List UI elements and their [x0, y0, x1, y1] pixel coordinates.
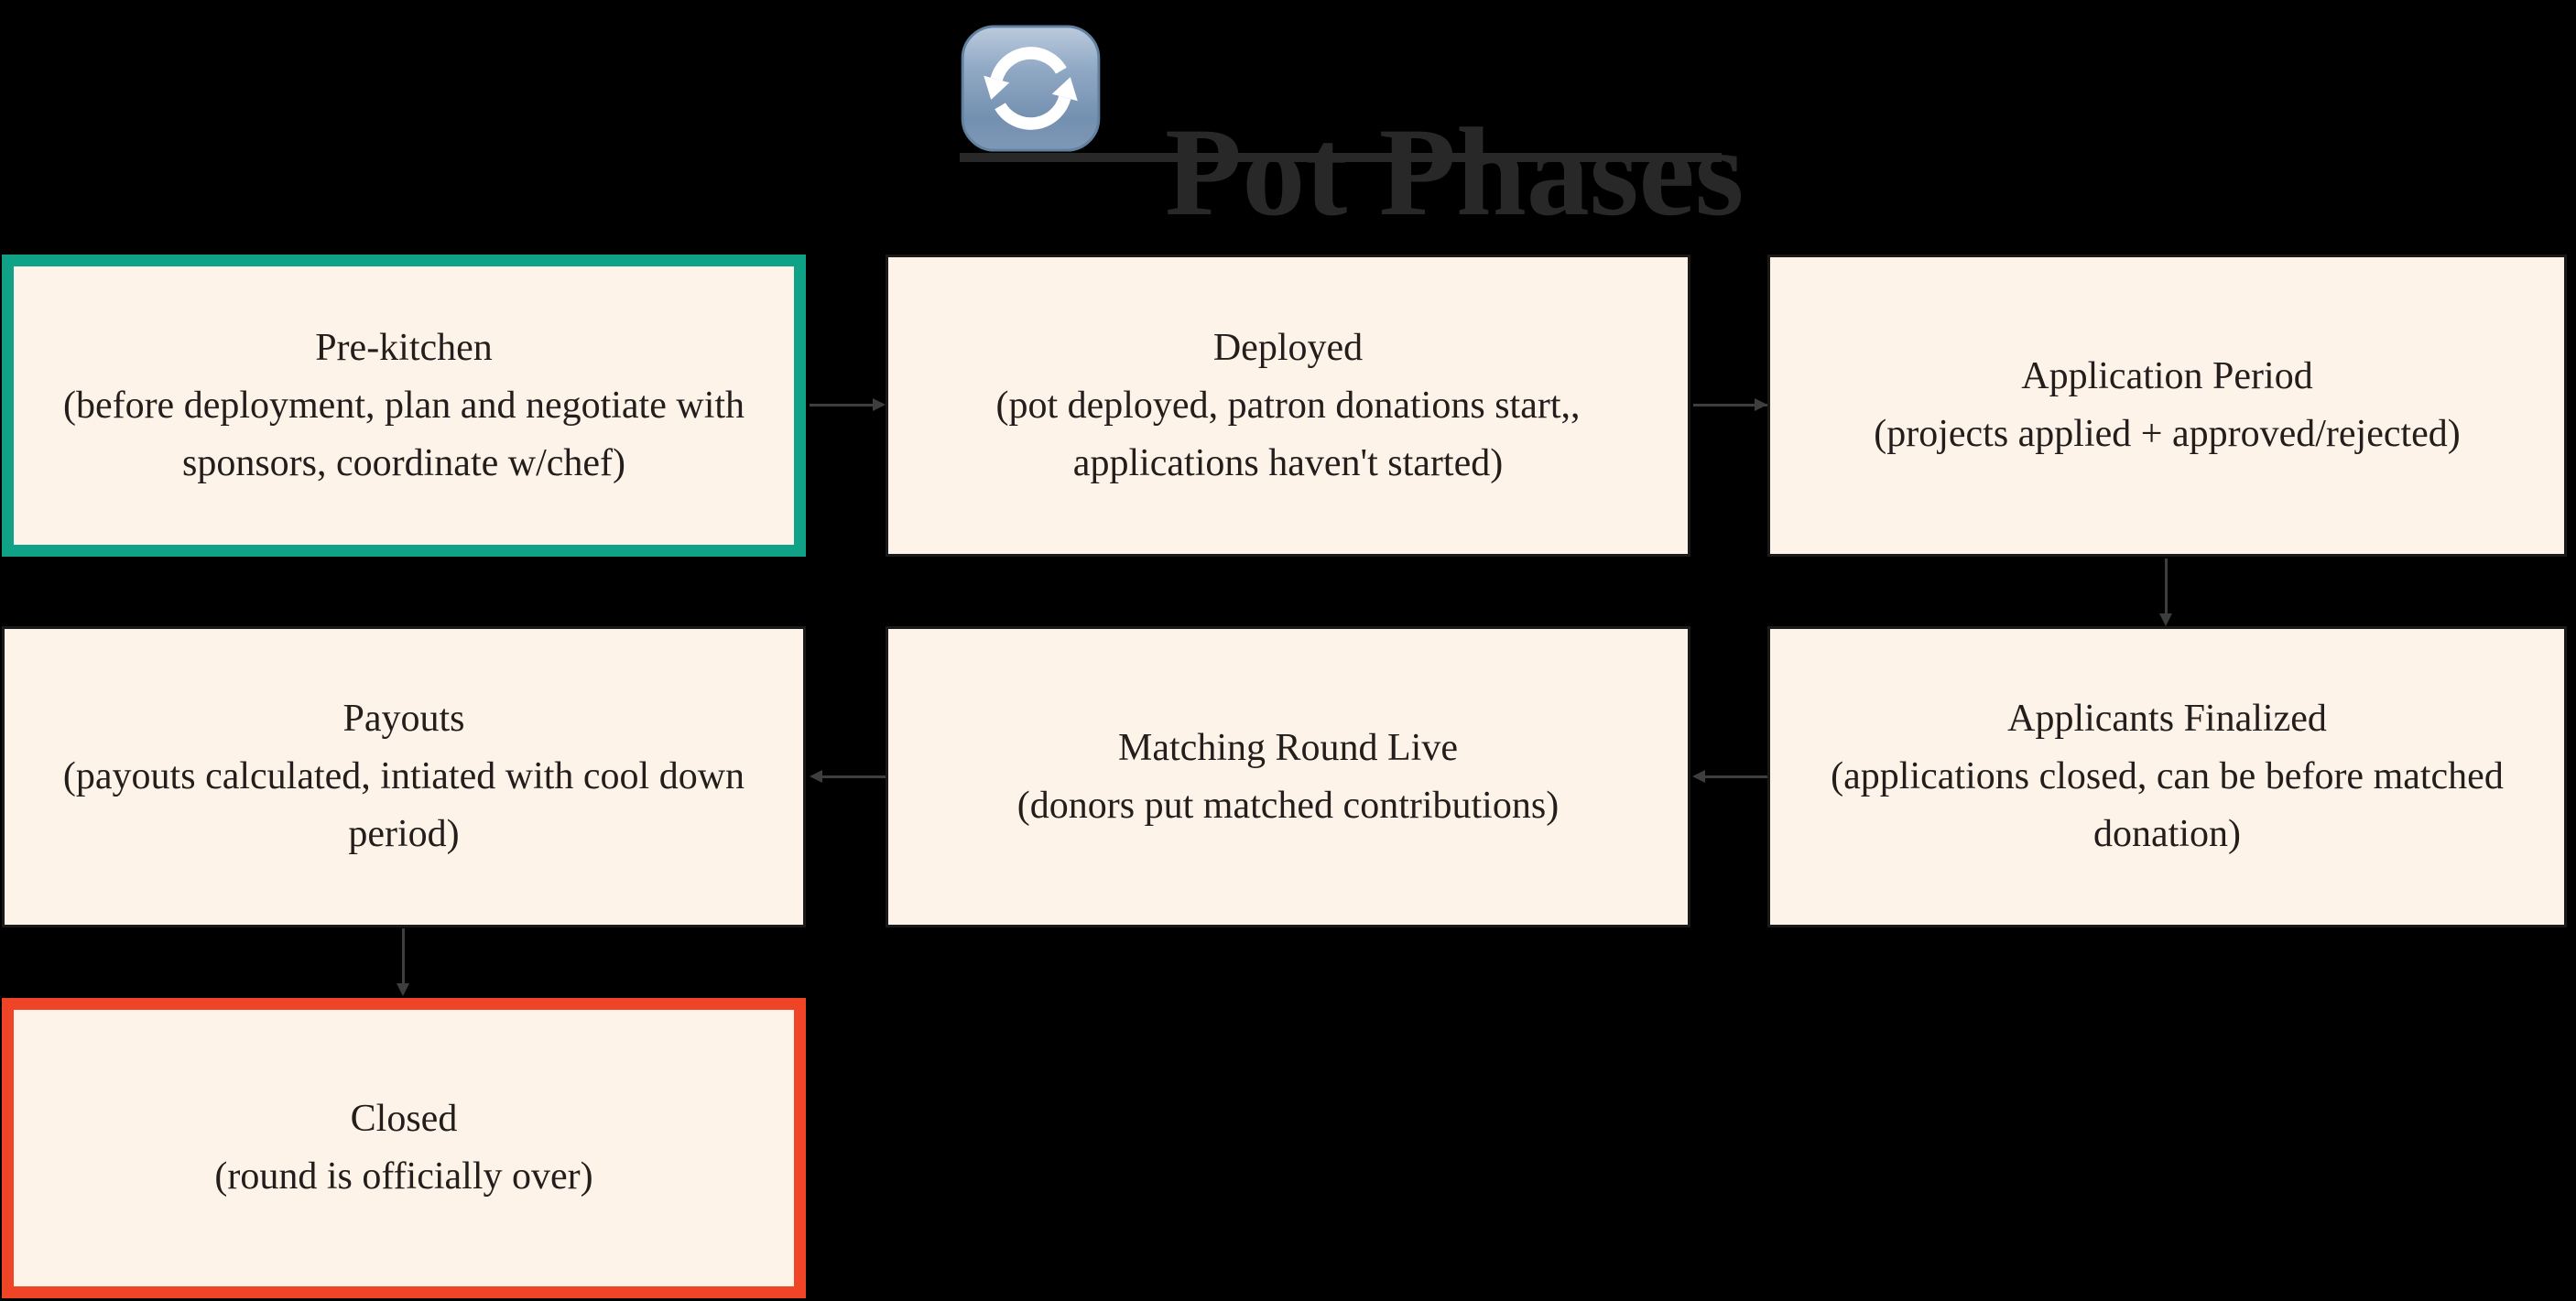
page-title: Pot Phases: [1165, 101, 1745, 242]
phase-description: (applications closed, can be before matc…: [1831, 755, 2504, 855]
phase-box-deployed[interactable]: Deployed (pot deployed, patron donations…: [886, 255, 1690, 557]
phase-name: Applicants Finalized: [2007, 698, 2327, 740]
phase-text: Applicants Finalized (applications close…: [1787, 690, 2548, 863]
arrow-left-icon: [1692, 770, 1705, 783]
arrow-left-icon: [810, 770, 822, 783]
phase-text: Matching Round Live (donors put matched …: [1017, 720, 1559, 835]
phase-description: (projects applied + approved/rejected): [1874, 413, 2461, 455]
phase-description: (donors put matched contributions): [1016, 784, 1560, 827]
phase-box-pre-kitchen[interactable]: Pre-kitchen (before deployment, plan and…: [2, 255, 806, 557]
phase-box-application-period[interactable]: Application Period (projects applied + a…: [1767, 255, 2567, 557]
phase-name: Payouts: [342, 698, 465, 740]
phase-name: Application Period: [2021, 355, 2313, 397]
arrow-down-icon: [2159, 613, 2172, 626]
phase-description: (round is officially over): [214, 1155, 593, 1198]
phase-description: (before deployment, plan and negotiate w…: [62, 384, 745, 484]
phase-name: Closed: [350, 1098, 458, 1140]
title-underline: [960, 153, 1722, 162]
anticlockwise-arrows-icon: [961, 25, 1101, 152]
phase-text: Pre-kitchen (before deployment, plan and…: [30, 320, 777, 493]
phase-box-applicants-finalized[interactable]: Applicants Finalized (applications close…: [1767, 626, 2567, 927]
phase-name: Deployed: [1212, 326, 1364, 369]
phase-box-closed[interactable]: Closed (round is officially over): [2, 998, 806, 1298]
phase-text: Payouts (payouts calculated, intiated wi…: [21, 690, 787, 863]
phase-box-matching-round-live[interactable]: Matching Round Live (donors put matched …: [886, 626, 1690, 927]
phase-description: (pot deployed, patron donations start,, …: [995, 384, 1581, 484]
phase-name: Pre-kitchen: [315, 326, 493, 369]
phase-text: Application Period (projects applied + a…: [1874, 348, 2461, 463]
phase-text: Closed (round is officially over): [214, 1090, 592, 1206]
arrow-down-icon: [397, 983, 409, 996]
phase-box-payouts[interactable]: Payouts (payouts calculated, intiated wi…: [2, 626, 806, 927]
phase-name: Matching Round Live: [1118, 726, 1458, 769]
phase-text: Deployed (pot deployed, patron donations…: [905, 320, 1671, 493]
phase-description: (payouts calculated, intiated with cool …: [62, 755, 745, 855]
arrow-right-icon: [873, 398, 886, 411]
